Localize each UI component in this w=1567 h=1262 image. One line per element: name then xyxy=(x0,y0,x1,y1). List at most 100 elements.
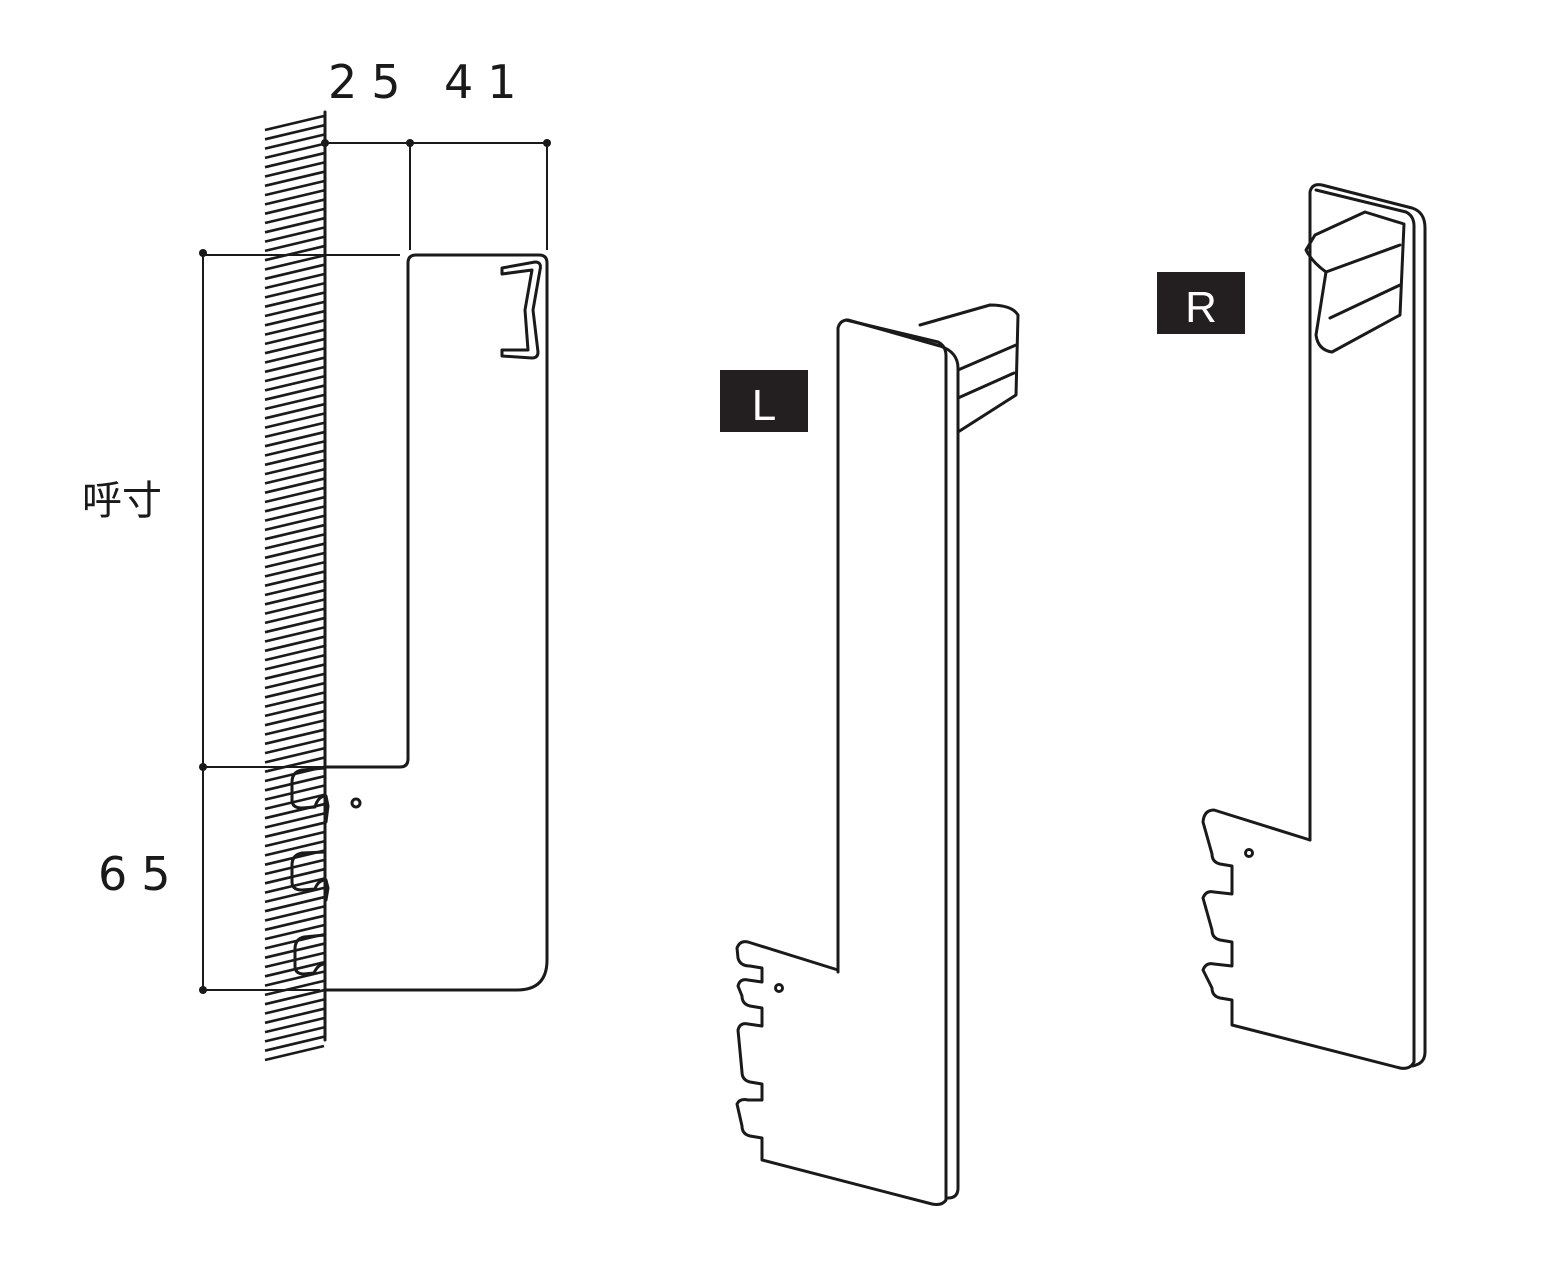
hatch-line xyxy=(264,217,325,234)
hatch-line xyxy=(264,1007,325,1025)
hatch-line xyxy=(264,179,325,197)
hatch-line xyxy=(264,840,325,857)
hatch-line xyxy=(264,161,325,178)
hatch-line xyxy=(264,1026,325,1043)
hatch-line xyxy=(264,133,325,150)
hatch-line xyxy=(264,533,325,550)
hatch-line xyxy=(264,207,325,225)
hatch-line xyxy=(264,793,325,811)
hatch-line xyxy=(264,979,325,997)
dim-25: 25 xyxy=(328,55,415,109)
hatch-line xyxy=(264,421,325,439)
hatch-line xyxy=(264,589,325,606)
hatch-line xyxy=(264,375,325,392)
hatch-line xyxy=(264,272,325,290)
top-dimension: 25 41 xyxy=(321,55,551,250)
hatch-line xyxy=(264,440,325,457)
hatch-line xyxy=(264,356,325,374)
hatch-line xyxy=(264,189,325,206)
hatch-line xyxy=(264,347,325,364)
hatch-line xyxy=(264,235,325,253)
left-tag xyxy=(720,370,808,432)
right-tag xyxy=(1157,272,1245,334)
hatch-line xyxy=(264,579,325,597)
left-bracket xyxy=(735,303,1020,1206)
hatch-line xyxy=(264,244,325,262)
hatch-line xyxy=(264,626,325,643)
hatch-line xyxy=(264,998,325,1015)
hatch-line xyxy=(264,747,325,764)
hatch-line xyxy=(264,458,325,476)
hatch-line xyxy=(264,430,325,448)
hatch-line xyxy=(264,393,325,411)
hatch-line xyxy=(264,616,325,634)
hatch-line xyxy=(264,1016,325,1034)
hatch-line xyxy=(264,654,325,671)
hatch-line xyxy=(264,496,325,513)
hook-2 xyxy=(290,850,330,902)
dim-nominal: 呼寸 xyxy=(82,478,162,524)
hatch-line xyxy=(264,775,325,792)
side-dimension: 呼寸 65 xyxy=(82,249,400,994)
hatch-line xyxy=(264,830,325,848)
hatch-line xyxy=(264,254,325,271)
hatch-line xyxy=(264,784,325,801)
hatch-line xyxy=(264,709,325,727)
hatch-line xyxy=(264,226,325,243)
hatch-line xyxy=(264,319,325,336)
hatch-line xyxy=(264,282,325,299)
hatch-line xyxy=(264,635,325,653)
hatch-line xyxy=(264,598,325,615)
hatch-line xyxy=(264,570,325,587)
hatch-line xyxy=(264,198,325,215)
hook-1 xyxy=(290,766,330,824)
right-bracket xyxy=(1201,183,1427,1070)
hatch-line xyxy=(264,505,325,522)
hatch-line xyxy=(264,114,325,132)
hatch-line xyxy=(264,682,325,699)
hatch-line xyxy=(264,988,325,1006)
hatch-line xyxy=(264,923,325,941)
hatch-line xyxy=(264,877,325,894)
right-tag-label: R xyxy=(1185,283,1217,332)
hatch-line xyxy=(264,868,325,885)
side-view-bracket xyxy=(290,253,549,992)
hatch-line xyxy=(264,142,325,160)
screw-hole xyxy=(350,797,362,809)
hatch-line xyxy=(264,756,325,773)
hatch-line xyxy=(264,337,325,355)
hatch-line xyxy=(264,291,325,308)
hatch-line xyxy=(264,812,325,829)
hatch-line xyxy=(264,821,325,839)
hatch-line xyxy=(264,728,325,746)
hatch-line xyxy=(264,486,325,504)
hatch-line xyxy=(264,124,325,141)
hatch-line xyxy=(264,700,325,718)
hatch-line xyxy=(264,468,325,485)
hatch-line xyxy=(264,523,325,541)
hatch-line xyxy=(264,477,325,494)
hatch-line xyxy=(264,1035,325,1052)
hook-3 xyxy=(293,933,327,976)
hatch-line xyxy=(264,1044,325,1062)
hatch-line xyxy=(264,170,325,188)
hatch-line xyxy=(264,263,325,281)
hatch-line xyxy=(264,858,325,876)
hatch-line xyxy=(264,300,325,318)
hatch-line xyxy=(264,914,325,932)
hatch-line xyxy=(264,328,325,346)
hatch-line xyxy=(264,663,325,680)
hatch-line xyxy=(264,365,325,383)
hatch-line xyxy=(264,542,325,560)
hatch-line xyxy=(264,719,325,736)
dim-65: 65 xyxy=(98,847,185,901)
hatch-line xyxy=(264,551,325,569)
left-tag-label: L xyxy=(752,381,776,430)
hatch-line xyxy=(264,151,325,169)
hatch-line xyxy=(264,561,325,578)
hatch-line xyxy=(264,737,325,755)
hatch-line xyxy=(264,672,325,690)
hatch-line xyxy=(264,310,325,327)
hatch-line xyxy=(264,412,325,429)
